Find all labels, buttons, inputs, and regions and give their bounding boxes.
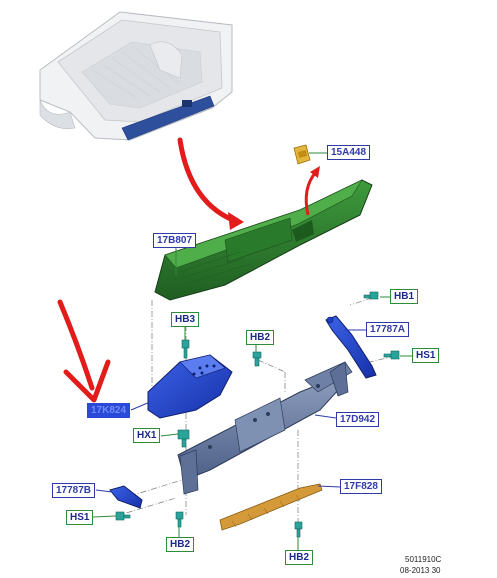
- end-cap-17K824: [147, 354, 233, 419]
- step-bar-17B807: [154, 179, 373, 301]
- callout-HB1[interactable]: HB1: [390, 289, 419, 304]
- brace-17787B: [109, 485, 143, 509]
- diagram-date: 08-2013 30: [400, 566, 441, 575]
- truck-bed-illustration: [39, 11, 233, 141]
- annotation-arrow-red: [57, 299, 111, 403]
- callout-15A448[interactable]: 15A448: [327, 145, 371, 160]
- callout-17787A[interactable]: 17787A: [366, 322, 410, 337]
- brace-17787A: [325, 315, 377, 379]
- callout-HB2-top[interactable]: HB2: [246, 330, 275, 345]
- callout-17787B[interactable]: 17787B: [52, 483, 96, 498]
- callout-17F828[interactable]: 17F828: [340, 479, 382, 494]
- bolt-hb2-top-icon: [252, 351, 262, 367]
- bolt-hb2-bottom-left-icon: [175, 511, 184, 528]
- clip-15A448: [293, 144, 311, 165]
- nut-hx1-icon: [177, 429, 190, 448]
- mounting-bracket-17D942: [177, 361, 353, 495]
- callout-HS1-right[interactable]: HS1: [412, 348, 440, 363]
- bolt-hb3-icon: [181, 339, 190, 359]
- nut-hs1-right-icon: [383, 350, 400, 360]
- arrow-to-15A448: [304, 166, 320, 216]
- callout-17K824[interactable]: 17K824: [87, 403, 131, 418]
- diagram-code: 5011910C: [405, 555, 442, 564]
- callout-HB3[interactable]: HB3: [171, 312, 200, 327]
- bolt-hb2-bottom-right-icon: [294, 521, 303, 538]
- assembly-arrow-red: [177, 137, 244, 230]
- trim-strip-17F828: [219, 483, 323, 531]
- callout-HB2-bottom-right[interactable]: HB2: [285, 550, 314, 565]
- callout-HX1[interactable]: HX1: [133, 428, 161, 443]
- callout-HB2-bottom-left[interactable]: HB2: [166, 537, 195, 552]
- callout-17D942[interactable]: 17D942: [336, 412, 380, 427]
- callout-17B807[interactable]: 17B807: [153, 233, 197, 248]
- callout-HS1-left[interactable]: HS1: [66, 510, 94, 525]
- nut-hs1-left-icon: [115, 511, 131, 521]
- bolt-hb1-icon: [363, 291, 379, 300]
